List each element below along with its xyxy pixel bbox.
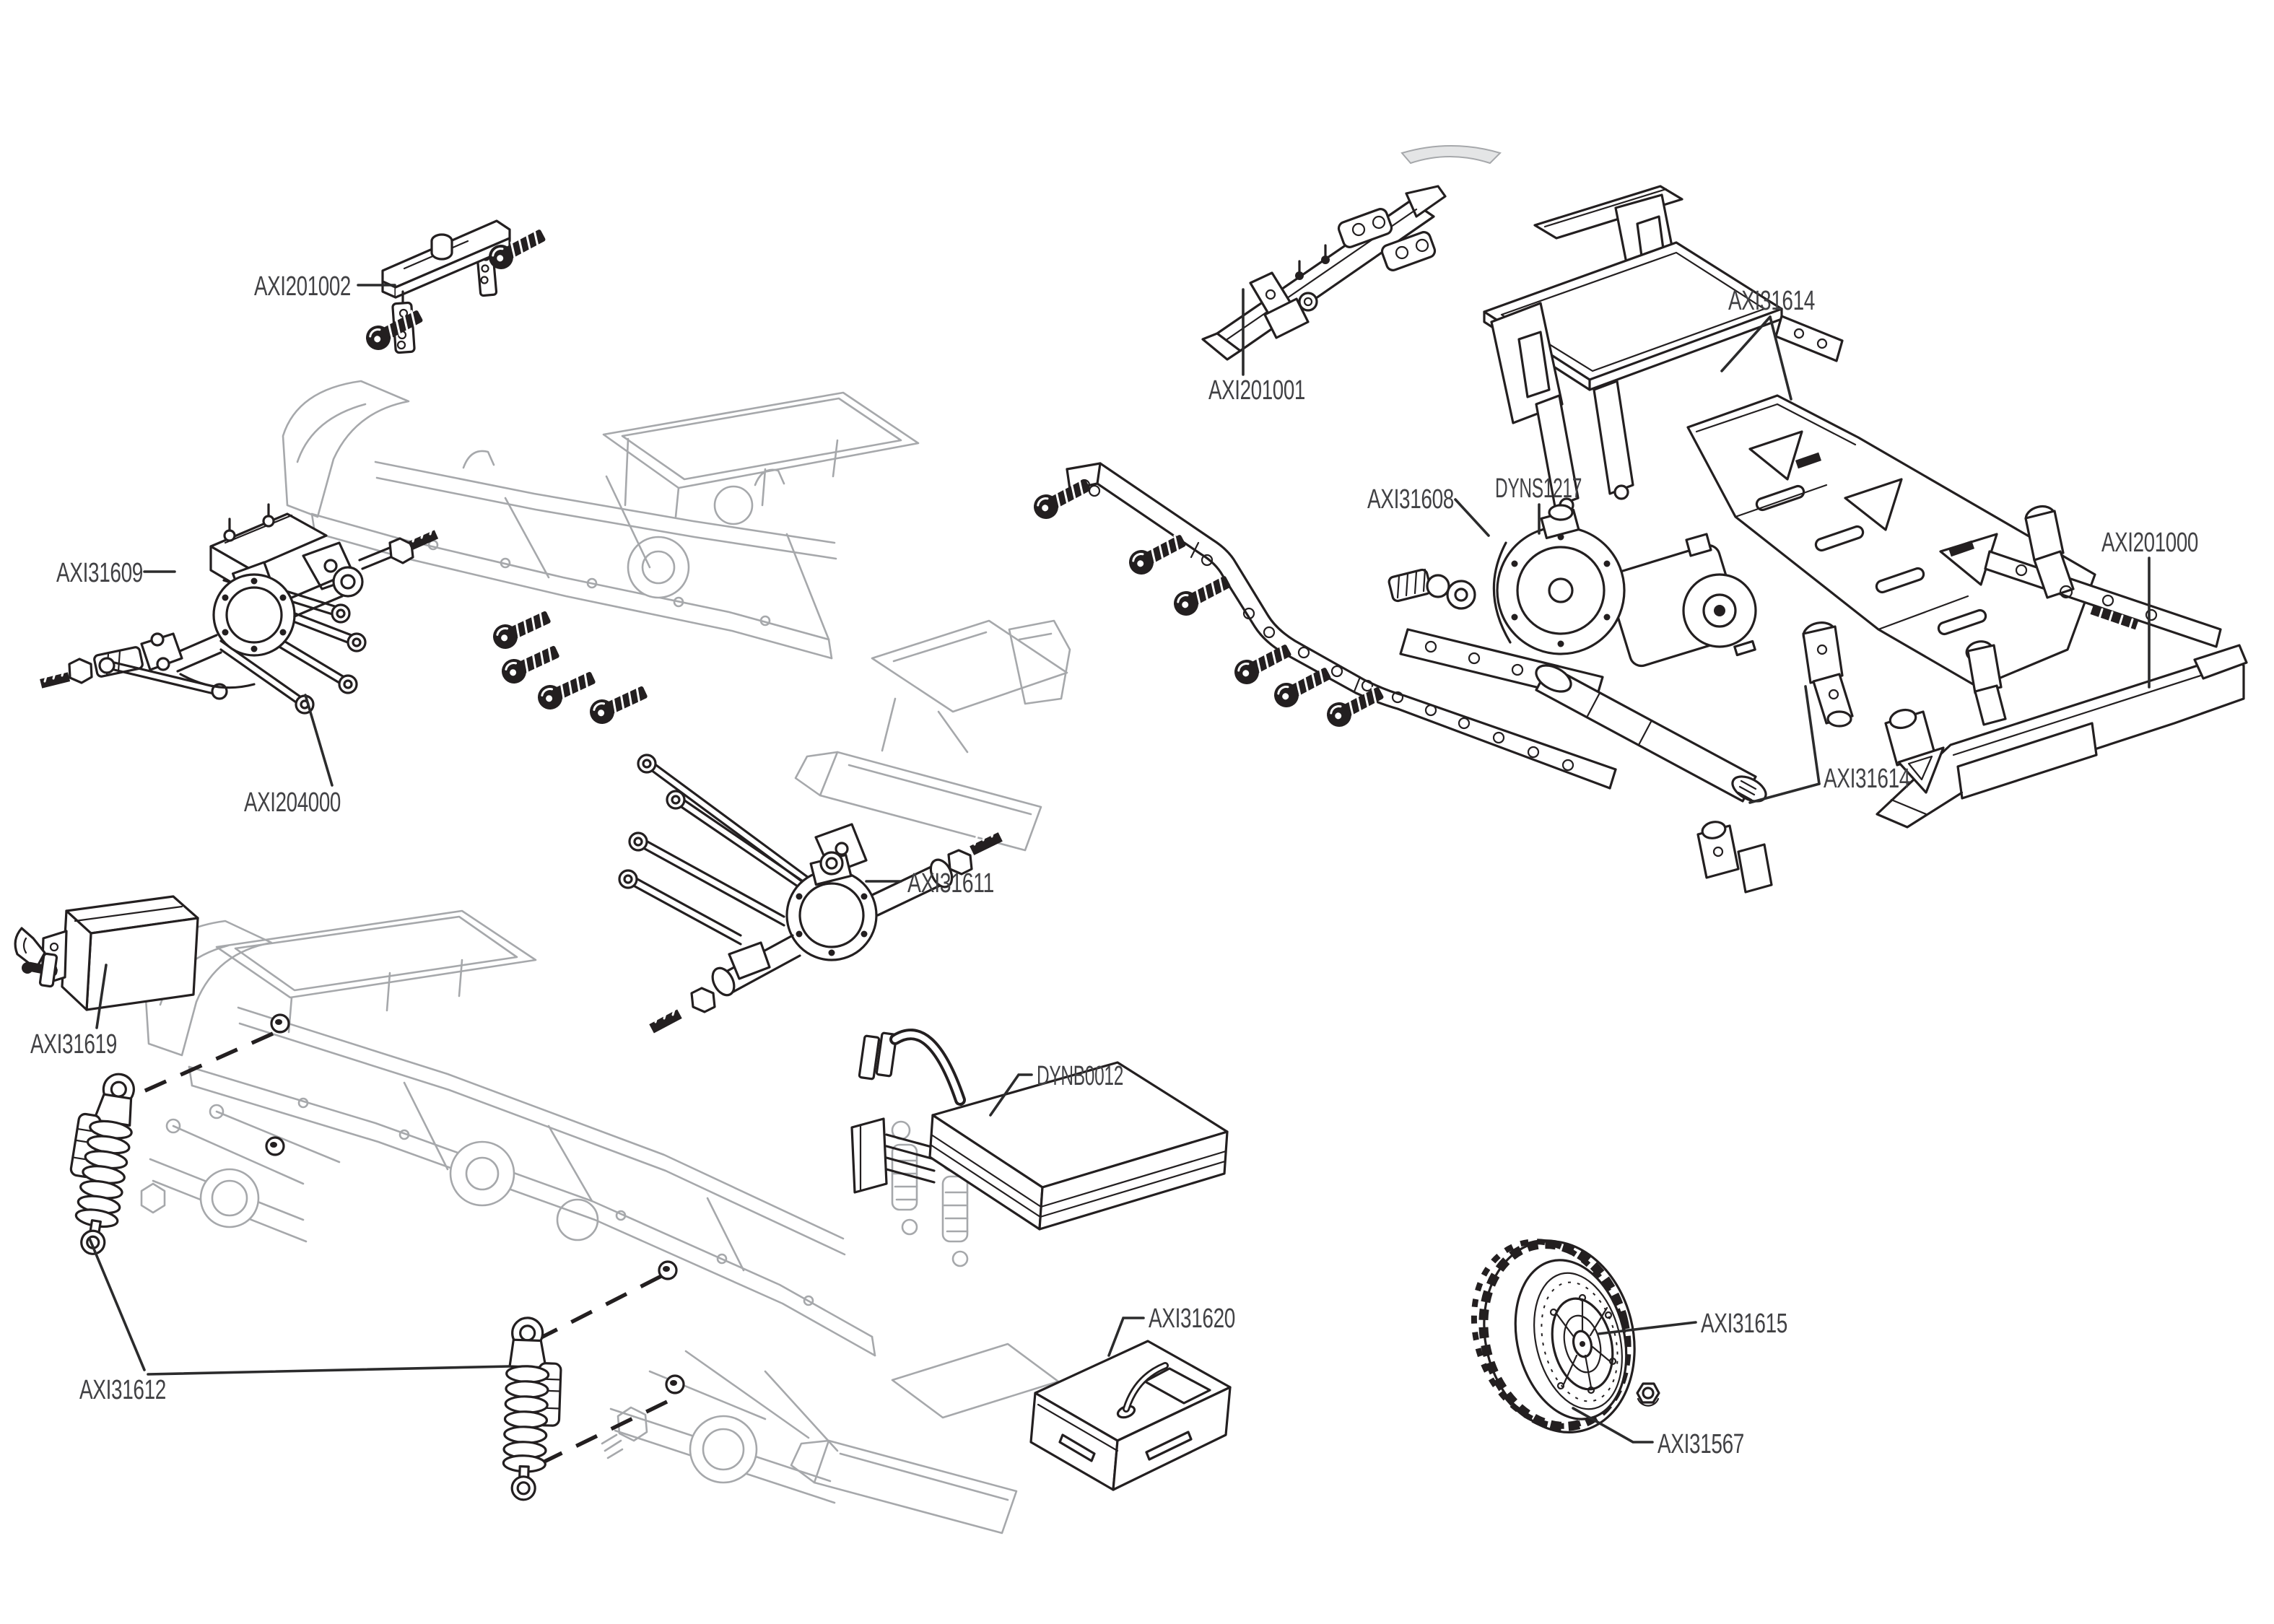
- leader-line-axi31614-0: [1720, 315, 1772, 372]
- part-label-front-axle-assembly: AXI31609: [56, 558, 143, 588]
- part-label-wheel-nut: AXI31567: [1657, 1429, 1744, 1459]
- shock-rear: [501, 1316, 564, 1502]
- part-receiver-box-axi31620: [1029, 1340, 1232, 1491]
- leader-line-axi31608-0: [1454, 498, 1490, 537]
- part-rear-bumper-axi201000: [1876, 644, 2248, 829]
- part-label-front-bumper-assembly: AXI201001: [1208, 375, 1305, 406]
- labels-layer: AXI201002AXI31609AXI204000AXI31611AXI316…: [30, 271, 2199, 1459]
- part-body-post-mount-axi201002: [360, 219, 550, 356]
- rear-frame-rail: [1984, 505, 2222, 648]
- part-label-motor: DYNS1217: [1495, 473, 1582, 504]
- part-rear-axle-assembly-axi31611: [618, 754, 1003, 1034]
- leader-line-axi31614-1: [1748, 782, 1821, 804]
- leader-line-axi31615-0: [1597, 1321, 1697, 1335]
- chassis-skid-plate: [1686, 394, 2096, 689]
- part-label-rear-axle-assembly: AXI31611: [907, 868, 994, 899]
- leader-line-axi204000-0: [304, 694, 334, 787]
- part-motor-dyns1217: [1607, 533, 1757, 668]
- part-label-wheel-tire-assembly: AXI31615: [1701, 1309, 1787, 1339]
- part-battery-tray-axi31614: [1483, 185, 1844, 513]
- part-label-battery-tray-plate: AXI31614: [1728, 286, 1815, 316]
- part-label-body-post-mount: AXI201002: [254, 271, 351, 302]
- part-label-battery-pack: DYNB0012: [1037, 1061, 1123, 1091]
- leader-line-axi31614-1: [1769, 315, 1792, 401]
- part-front-axle-assembly-axi31609: [40, 503, 439, 715]
- leader-line-axi31620-0: [1107, 1317, 1145, 1357]
- chassis-side-rail: [1028, 462, 1617, 790]
- leader-line-dynb0012-0: [989, 1073, 1033, 1117]
- part-link-mounts-axi31614: [1696, 621, 2007, 894]
- part-wheel-tire-axi31615: [1471, 1239, 1636, 1433]
- part-label-shock-absorber-set: AXI31612: [79, 1375, 166, 1405]
- part-label-steering-servo: AXI31619: [30, 1029, 117, 1060]
- ghost-chassis-complete: [140, 909, 1060, 1534]
- part-label-receiver-box: AXI31620: [1149, 1304, 1235, 1334]
- part-label-suspension-link-set: AXI204000: [244, 787, 341, 818]
- front-axle-mounting-screws: [487, 604, 652, 730]
- leader-line-axi31612-0: [88, 1237, 146, 1371]
- part-battery-pack-dynb0012: [850, 1029, 1229, 1231]
- leader-line-axi31612-1: [147, 1365, 511, 1376]
- part-wheel-nut-axi31567: [1636, 1382, 1660, 1407]
- part-label-transmission: AXI31608: [1367, 484, 1454, 515]
- driveshaft: [1535, 664, 1767, 803]
- leader-line-axi31567-0: [1572, 1407, 1654, 1444]
- part-label-rear-bumper: AXI201000: [2101, 528, 2198, 558]
- part-shock-absorbers-axi31612: [57, 1031, 668, 1502]
- leader-line-axi31614-0: [1804, 685, 1821, 785]
- part-transmission-axi31608: [1388, 504, 1626, 703]
- shock-front: [57, 1068, 141, 1259]
- part-label-link-mount-set: AXI31614: [1824, 764, 1910, 794]
- part-front-bumper-assembly-axi201001: [1201, 145, 1502, 361]
- ghost-chassis-front-half: [282, 380, 1071, 852]
- leader-line-axi31619-0: [95, 964, 108, 1029]
- part-steering-servo-axi31619: [14, 895, 199, 1011]
